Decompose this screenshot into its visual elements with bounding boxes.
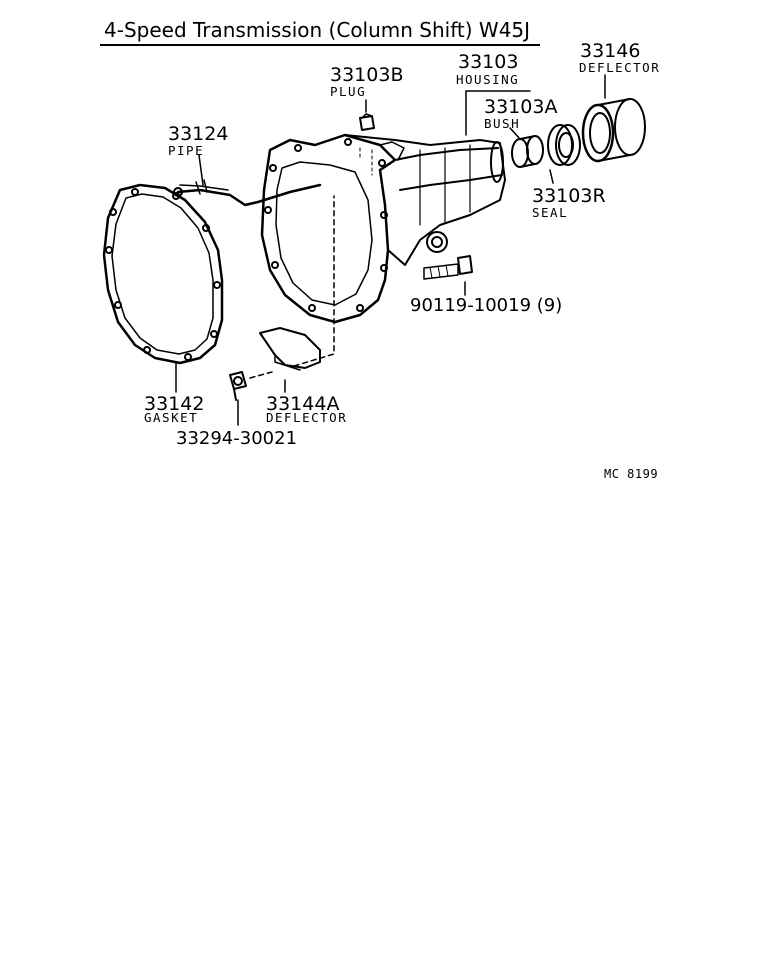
diagram-code: MC 8199 bbox=[604, 467, 659, 481]
seal-part-number: 33103R bbox=[532, 185, 606, 207]
front-deflector-part-number: 33144A bbox=[266, 393, 340, 415]
title-underline bbox=[100, 44, 540, 46]
bolt-90119-10019 bbox=[423, 255, 473, 280]
seal-part-name: SEAL bbox=[532, 205, 569, 220]
bolt-part-number: 90119-10019 (9) bbox=[410, 295, 563, 316]
gasket-part-name: GASKET bbox=[144, 410, 199, 425]
housing-33103 bbox=[260, 133, 506, 324]
bush-part-name: BUSH bbox=[484, 116, 521, 131]
housing-part-number: 33103 bbox=[458, 51, 519, 73]
leader-lines bbox=[175, 74, 606, 426]
screw-33294-30021 bbox=[229, 371, 247, 401]
gasket-33142 bbox=[102, 183, 224, 365]
housing-part-name: HOUSING bbox=[456, 72, 520, 87]
rear-deflector-part-name: DEFLECTOR bbox=[579, 60, 661, 75]
diagram-title: 4-Speed Transmission (Column Shift) W45J bbox=[104, 18, 531, 42]
bush-33103A bbox=[511, 135, 544, 168]
screw-part-number: 33294-30021 bbox=[176, 428, 298, 449]
front-deflector-part-name: DEFLECTOR bbox=[266, 410, 348, 425]
deflector-33144A bbox=[259, 327, 321, 371]
pipe-33124 bbox=[173, 179, 322, 207]
seal-33103R bbox=[547, 124, 581, 166]
plug-part-name: PLUG bbox=[330, 84, 367, 99]
pipe-part-number: 33124 bbox=[168, 123, 229, 145]
bush-part-number: 33103A bbox=[484, 96, 558, 118]
plug-part-number: 33103B bbox=[330, 64, 404, 86]
deflector-33146 bbox=[581, 98, 646, 163]
plug-33103B bbox=[359, 99, 375, 131]
gasket-part-number: 33142 bbox=[144, 393, 205, 415]
rear-deflector-part-number: 33146 bbox=[580, 40, 641, 62]
pipe-part-name: PIPE bbox=[168, 143, 205, 158]
